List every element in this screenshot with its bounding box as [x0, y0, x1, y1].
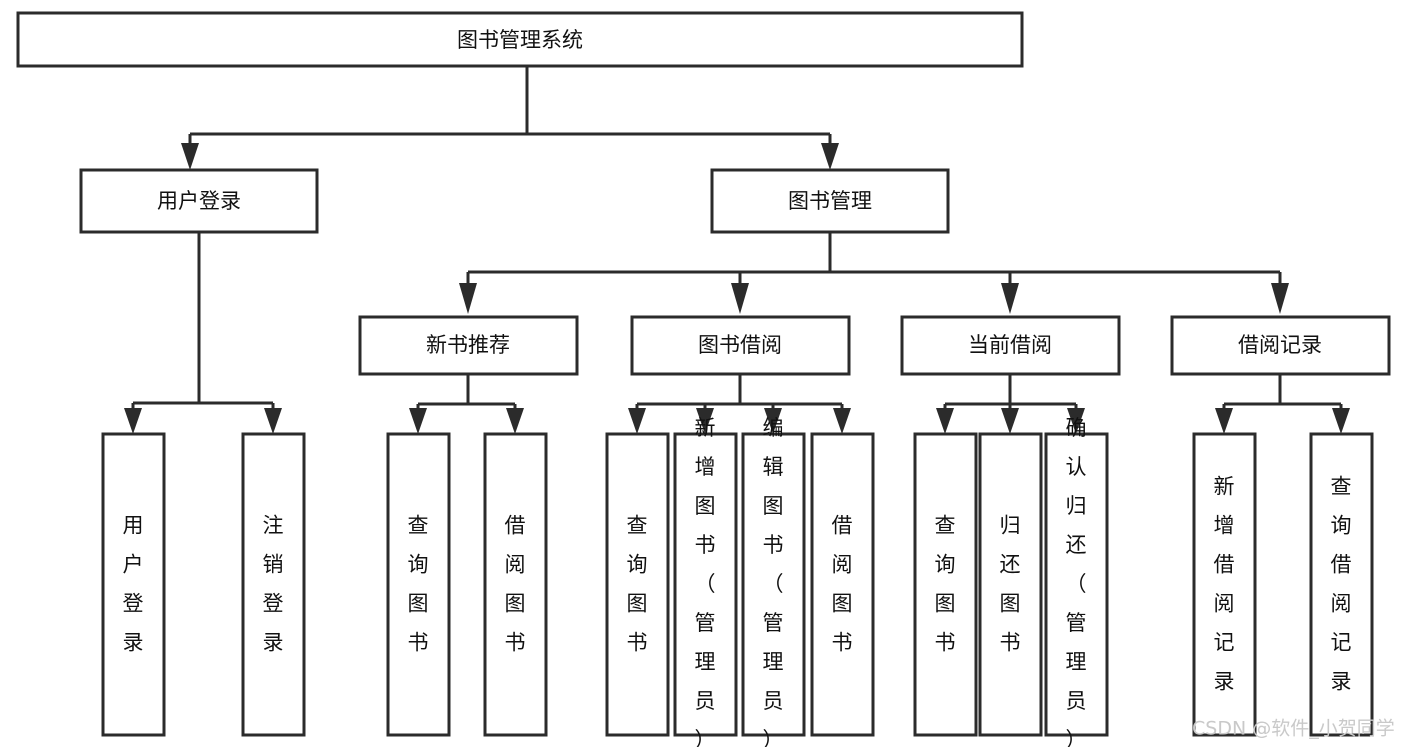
arrow-head-leaf-query-book-3	[936, 408, 954, 434]
watermark-label: CSDN @软件_小贺同学	[1192, 718, 1395, 740]
arrow-head-leaf-user-logout	[264, 408, 282, 434]
node-root-box[interactable]	[16, 11, 1024, 68]
node-leaf-query-book-1[interactable]: 查询图书	[386, 432, 451, 737]
connector-layer	[124, 66, 1350, 434]
node-leaf-add-record-box[interactable]	[1192, 432, 1257, 737]
node-leaf-borrow-book-2-box[interactable]	[810, 432, 875, 737]
node-leaf-borrow-book-1[interactable]: 借阅图书	[483, 432, 548, 737]
node-book-manage-box[interactable]	[710, 168, 950, 234]
node-leaf-query-book-2-label: 查询图书	[627, 514, 648, 655]
node-leaf-user-login-label: 用户登录	[123, 514, 144, 655]
node-book-borrow-label: 图书借阅	[698, 333, 782, 357]
node-borrow-record-box[interactable]	[1170, 315, 1391, 376]
node-leaf-edit-book-box[interactable]	[741, 432, 806, 737]
node-user-login-box[interactable]	[79, 168, 319, 234]
node-leaf-borrow-book-1-label: 借阅图书	[505, 514, 526, 655]
arrow-head-leaf-borrow-book-2	[833, 408, 851, 434]
node-root-label: 图书管理系统	[457, 28, 583, 52]
arrow-head-new-book-rec	[459, 283, 477, 314]
node-leaf-query-book-2[interactable]: 查询图书	[605, 432, 670, 737]
node-leaf-query-record-box[interactable]	[1309, 432, 1374, 737]
node-new-book-rec-box[interactable]	[358, 315, 579, 376]
node-leaf-borrow-book-1-box[interactable]	[483, 432, 548, 737]
node-leaf-edit-book[interactable]: 编辑图书（管理员）	[741, 416, 806, 747]
node-leaf-add-record[interactable]: 新增借阅记录	[1192, 432, 1257, 737]
node-leaf-query-book-3[interactable]: 查询图书	[913, 432, 978, 737]
node-leaf-user-login-box[interactable]	[101, 432, 166, 737]
node-leaf-return-book-box[interactable]	[978, 432, 1043, 737]
arrow-head-leaf-edit-book	[764, 408, 782, 434]
arrow-head-borrow-record	[1271, 283, 1289, 314]
node-leaf-add-book-box[interactable]	[673, 432, 738, 737]
node-book-borrow-box[interactable]	[630, 315, 851, 376]
node-leaf-user-logout-label: 注销登录	[263, 514, 284, 655]
node-leaf-query-book-3-box[interactable]	[913, 432, 978, 737]
node-leaf-user-logout[interactable]: 注销登录	[241, 432, 306, 737]
node-leaf-confirm-return-box[interactable]	[1044, 432, 1109, 737]
node-new-book-rec-label: 新书推荐	[426, 333, 510, 357]
node-leaf-add-book-label: 新增图书（管理员）	[695, 416, 716, 747]
arrow-head-leaf-return-book	[1001, 408, 1019, 434]
node-current-borrow-box[interactable]	[900, 315, 1121, 376]
node-user-login[interactable]: 用户登录	[79, 168, 319, 234]
arrow-head-user-login	[181, 143, 199, 170]
arrow-head-leaf-add-record	[1215, 408, 1233, 434]
node-leaf-query-record[interactable]: 查询借阅记录	[1309, 432, 1374, 737]
node-leaf-confirm-return-label: 确认归还（管理员）	[1066, 416, 1087, 747]
arrow-head-current-borrow	[1001, 283, 1019, 314]
node-leaf-return-book[interactable]: 归还图书	[978, 432, 1043, 737]
node-leaf-user-login[interactable]: 用户登录	[101, 432, 166, 737]
node-new-book-rec[interactable]: 新书推荐	[358, 315, 579, 376]
node-book-manage[interactable]: 图书管理	[710, 168, 950, 234]
arrow-head-leaf-query-book-2	[628, 408, 646, 434]
node-leaf-user-logout-box[interactable]	[241, 432, 306, 737]
arrow-head-leaf-user-login	[124, 408, 142, 434]
node-leaf-confirm-return[interactable]: 确认归还（管理员）	[1044, 416, 1109, 747]
node-borrow-record[interactable]: 借阅记录	[1170, 315, 1391, 376]
node-leaf-add-book[interactable]: 新增图书（管理员）	[673, 416, 738, 747]
node-leaf-borrow-book-2-label: 借阅图书	[832, 514, 853, 655]
arrow-head-book-manage	[821, 143, 839, 170]
node-leaf-return-book-label: 归还图书	[1000, 514, 1021, 655]
node-current-borrow[interactable]: 当前借阅	[900, 315, 1121, 376]
node-book-manage-label: 图书管理	[788, 189, 872, 213]
arrow-head-leaf-borrow-book-1	[506, 408, 524, 434]
node-book-borrow[interactable]: 图书借阅	[630, 315, 851, 376]
arrow-head-book-borrow	[731, 283, 749, 314]
node-leaf-query-record-label: 查询借阅记录	[1331, 475, 1352, 694]
node-leaf-query-book-3-label: 查询图书	[935, 514, 956, 655]
node-leaf-add-record-label: 新增借阅记录	[1214, 475, 1235, 694]
arrow-head-leaf-query-record	[1332, 408, 1350, 434]
node-leaf-query-book-1-label: 查询图书	[408, 514, 429, 655]
node-root[interactable]: 图书管理系统	[16, 11, 1024, 68]
node-leaf-borrow-book-2[interactable]: 借阅图书	[810, 432, 875, 737]
node-leaf-query-book-2-box[interactable]	[605, 432, 670, 737]
node-user-login-label: 用户登录	[157, 189, 241, 213]
node-leaf-edit-book-label: 编辑图书（管理员）	[763, 416, 784, 747]
node-current-borrow-label: 当前借阅	[968, 333, 1052, 357]
arrow-head-leaf-add-book	[696, 408, 714, 434]
arrow-head-leaf-confirm-return	[1067, 408, 1085, 434]
arrow-head-leaf-query-book-1	[409, 408, 427, 434]
node-leaf-query-book-1-box[interactable]	[386, 432, 451, 737]
node-borrow-record-label: 借阅记录	[1238, 333, 1322, 357]
